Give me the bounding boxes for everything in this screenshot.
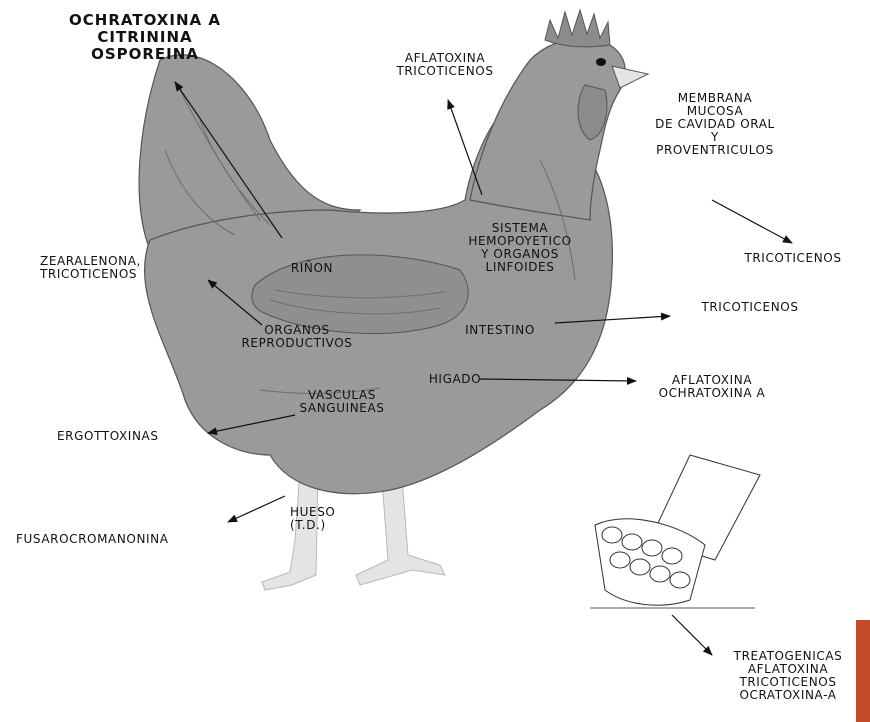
label-hueso: HUESO (T.D.) xyxy=(290,506,370,532)
arrow-membrana-to-tricotecenos xyxy=(712,200,792,243)
label-zearalenona: ZEARALENONA, TRICOTICENOS xyxy=(40,255,200,281)
label-ochratoxina-group: OCHRATOXINA A CITRININA OSPOREINA xyxy=(55,12,235,63)
label-intestino: INTESTINO xyxy=(440,324,560,337)
label-aflatoxina-ochratoxina: AFLATOXINA OCHRATOXINA A xyxy=(622,374,802,400)
label-treatogenicas: TREATOGENICAS AFLATOXINA TRICOTICENOS OC… xyxy=(708,650,868,702)
label-rinon: RIÑON xyxy=(272,262,352,275)
hen-eye xyxy=(596,58,606,66)
label-tricotecenos-right2: TRICOTICENOS xyxy=(670,301,830,314)
arrow-sistema-to-aflatoxina xyxy=(448,100,482,195)
label-tricotecenos-right1: TRICOTICENOS xyxy=(718,252,868,265)
label-aflatoxina-tricotecenos-top: AFLATOXINA TRICOTICENOS xyxy=(365,52,525,78)
label-organos: ORGANOS REPRODUCTIVOS xyxy=(212,324,382,350)
egg-carton xyxy=(590,455,760,608)
label-ergottoxinas: ERGOTTOXINAS xyxy=(57,430,207,443)
label-membrana: MEMBRANA MUCOSA DE CAVIDAD ORAL Y PROVEN… xyxy=(625,92,805,157)
label-fusarocromanonina: FUSAROCROMANONINA xyxy=(16,533,246,546)
hen-comb xyxy=(545,10,610,47)
label-higado: HIGADO xyxy=(415,373,495,386)
arrow-carton-to-treatogenicas xyxy=(672,615,712,655)
label-vasculas: VASCULAS SANGUINEAS xyxy=(272,389,412,415)
label-sistema: SISTEMA HEMOPOYETICO Y ORGANOS LINFOIDES xyxy=(440,222,600,274)
arrow-hueso-to-fusarocromanonina xyxy=(228,496,285,522)
